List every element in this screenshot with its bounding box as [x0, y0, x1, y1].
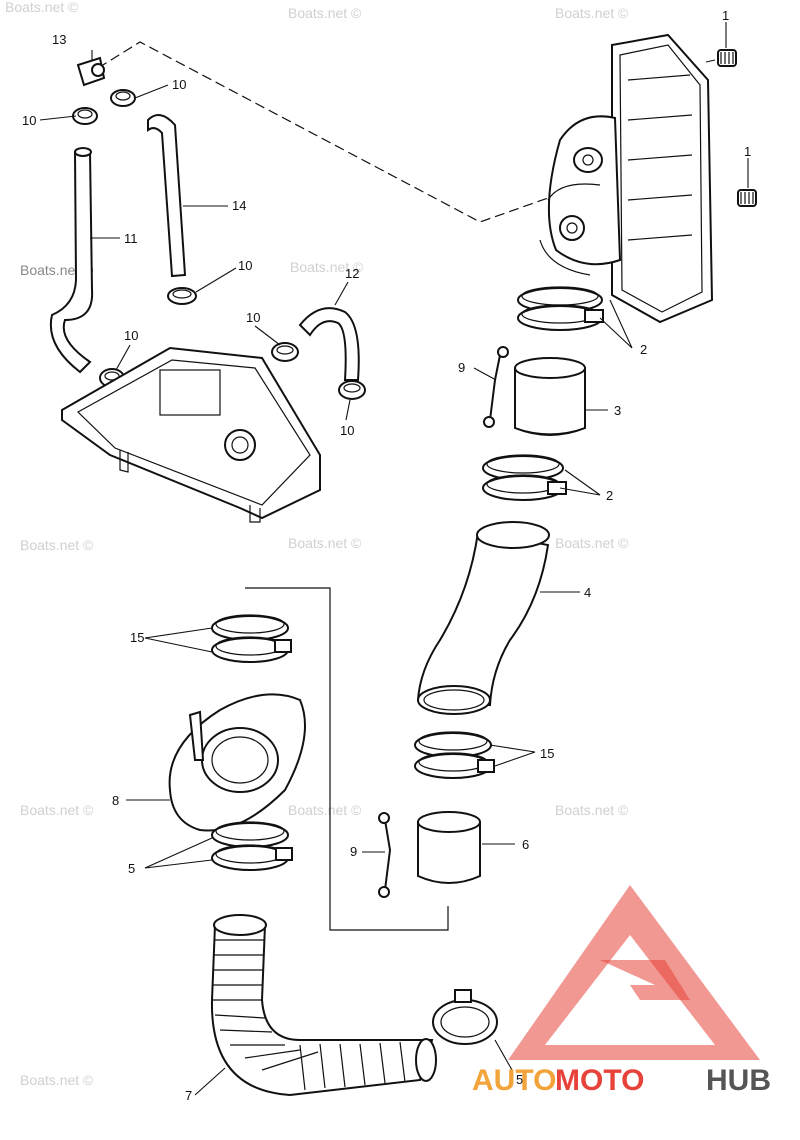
automotohub-logo: AUTO MOTO HUB [472, 885, 771, 1097]
callout-15: 15 [130, 630, 144, 645]
hose-clamp-part-10-f [338, 380, 366, 400]
logo-text-moto: MOTO [555, 1064, 644, 1097]
elbow-fitting-part-13 [76, 56, 106, 87]
callout-10: 10 [340, 423, 354, 438]
callout-5: 5 [516, 1072, 523, 1087]
callout-8: 8 [112, 793, 119, 808]
hose-clamp-part-5-left-a [211, 821, 289, 848]
hose-clamp-part-5-left-b [211, 844, 293, 871]
watermark: Boats.net © [20, 1072, 94, 1088]
watermark: Boats.net © [288, 802, 362, 818]
hose-clamp-part-15-left-b [211, 636, 292, 663]
exhaust-tube-part-4 [416, 521, 550, 715]
hose-sleeve-part-6 [417, 811, 481, 884]
callout-10: 10 [124, 328, 138, 343]
corrugated-exhaust-hose-part-7 [210, 914, 437, 1097]
hose-clamp-part-10-c [167, 287, 197, 305]
callout-15: 15 [540, 746, 554, 761]
watermark: Boats.net © [555, 802, 629, 818]
hose-part-11 [49, 147, 94, 374]
callout-11: 11 [124, 231, 138, 246]
exhaust-adapter-plate [61, 346, 321, 523]
clip-part-9-upper [483, 346, 509, 428]
callout-9: 9 [350, 844, 357, 859]
callout-10: 10 [238, 258, 252, 273]
callout-4: 4 [584, 585, 591, 600]
callout-7: 7 [185, 1088, 192, 1103]
callout-10: 10 [246, 310, 260, 325]
hose-part-14 [147, 114, 187, 278]
watermark: Boats.net © [555, 5, 629, 21]
callout-labels: 13 10 10 14 11 10 12 10 10 10 1 1 2 9 3 … [22, 8, 751, 1103]
callout-3: 3 [614, 403, 621, 418]
screw-part-1-top [705, 49, 737, 67]
watermark: Boats.net © [20, 537, 94, 553]
logo-inner-mark-icon [600, 960, 690, 1000]
callout-2: 2 [606, 488, 613, 503]
hose-clamp-part-10-a [110, 89, 136, 107]
assembly-line-top [97, 41, 549, 223]
callout-12: 12 [345, 266, 359, 281]
watermark: Boats.net © [555, 535, 629, 551]
callout-14: 14 [232, 198, 246, 213]
callout-9: 9 [458, 360, 465, 375]
logo-triangle-icon [508, 885, 760, 1060]
callout-10: 10 [172, 77, 186, 92]
callout-1: 1 [722, 8, 729, 23]
mounting-plate-part-8 [168, 693, 306, 832]
hose-clamp-part-15-right-b [414, 752, 495, 779]
callout-10: 10 [22, 113, 36, 128]
callout-6: 6 [522, 837, 529, 852]
hose-part-12 [298, 307, 360, 381]
watermarks: Boats.net © Boats.net © Boats.net © Boat… [5, 0, 629, 1088]
watermark: Boats.net © [290, 259, 364, 275]
callout-2: 2 [640, 342, 647, 357]
hose-clamp-part-5-bottom [432, 989, 498, 1045]
hose-clamp-part-2-lower-b [482, 474, 567, 501]
logo-text-hub: HUB [706, 1064, 771, 1097]
logo-text-auto: AUTO [472, 1064, 556, 1097]
hose-sleeve-part-3 [514, 357, 586, 436]
watermark: Boats.net © [288, 535, 362, 551]
screw-part-1-bottom [737, 189, 757, 207]
callout-1: 1 [744, 144, 751, 159]
leader-lines [39, 22, 749, 1096]
callout-5: 5 [128, 861, 135, 876]
hose-clamp-part-10-e [271, 342, 299, 362]
watermark: Boats.net © [288, 5, 362, 21]
clip-part-9-lower [378, 812, 392, 898]
callout-13: 13 [52, 32, 66, 47]
assembly-line-bottom [245, 587, 449, 931]
watermark: Boats.net © [5, 0, 79, 15]
hose-clamp-part-15-left-a [211, 614, 289, 641]
hose-clamp-part-2-upper-b [517, 304, 604, 331]
watermark: Boats.net © [20, 802, 94, 818]
hose-clamp-part-10-b [72, 107, 98, 125]
exhaust-elbow-manifold [539, 33, 714, 324]
